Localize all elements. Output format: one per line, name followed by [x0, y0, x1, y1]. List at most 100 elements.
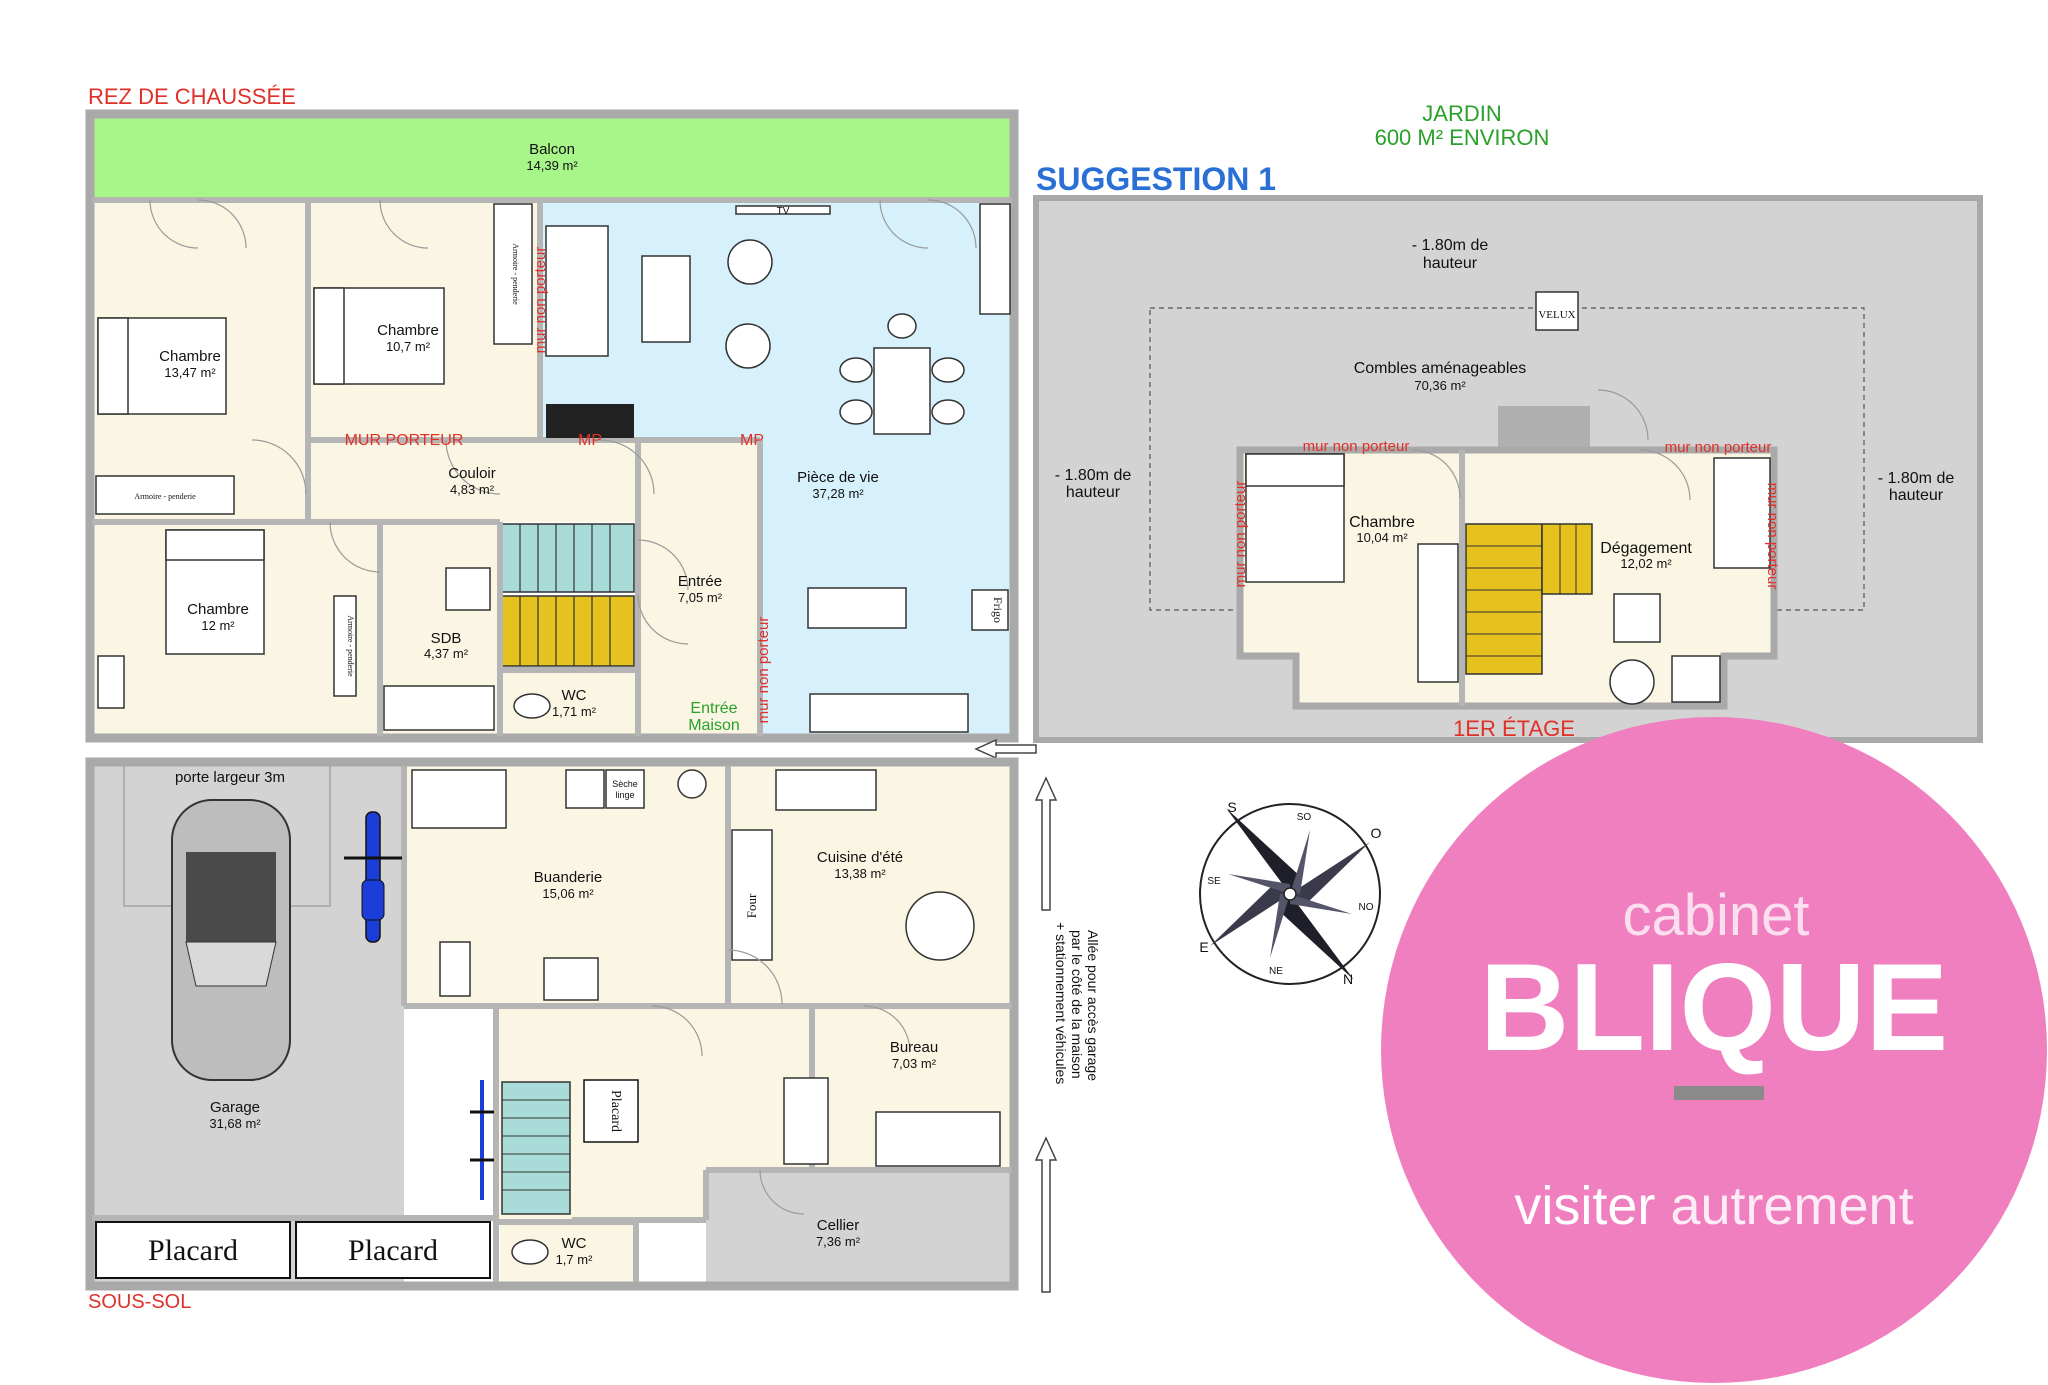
armoire-label-2: Armoire - penderie — [511, 243, 520, 305]
hauteur-right-2: hauteur — [1889, 487, 1944, 504]
armoire-label-3: Armoire - penderie — [346, 615, 355, 677]
wardrobe-first-chambre — [1417, 543, 1459, 683]
placard-2 — [295, 1221, 491, 1279]
armchair-degagement — [1613, 593, 1661, 643]
balcony-area — [92, 118, 1012, 198]
room-area-sdb: 4,37 m² — [424, 646, 469, 661]
four-label: Four — [744, 893, 759, 918]
ground-floor-title: REZ DE CHAUSSÉE — [88, 84, 296, 109]
mp-label-2: MP — [740, 432, 764, 449]
hauteur-left-2: hauteur — [1066, 484, 1121, 501]
sofa — [545, 225, 609, 357]
compass-o: O — [1371, 825, 1382, 841]
basement-inner-walls — [92, 766, 1012, 1282]
allee-text: Allée pour accès garage par le côté de l… — [1053, 922, 1101, 1084]
suggestion-title: SUGGESTION 1 — [1036, 161, 1276, 197]
stove — [543, 957, 599, 1001]
shower — [445, 567, 491, 611]
room-name-balcon: Balcon — [529, 141, 575, 158]
logo-cabinet: cabinet — [1622, 883, 1809, 948]
velux-window — [1535, 291, 1579, 331]
logo-blique: BLIQUE — [1480, 939, 1948, 1077]
compass-rose-icon — [1199, 803, 1381, 985]
hauteur-top-2: hauteur — [1423, 255, 1478, 272]
logo-tagline: visiter autrement — [1514, 1176, 1913, 1236]
first-floor-title: 1ER ÉTAGE — [1453, 716, 1575, 741]
first-floor-walls — [1236, 446, 1778, 710]
room-area-balcon: 14,39 m² — [526, 158, 578, 173]
dining-table — [873, 347, 931, 435]
room-name-cellier: Cellier — [817, 1217, 860, 1234]
room-name-wc: WC — [562, 687, 587, 704]
armchair-1 — [727, 239, 773, 285]
room-area-chambre2: 10,7 m² — [386, 339, 431, 354]
kitchen-counter — [809, 693, 969, 733]
couloir-area — [308, 442, 638, 522]
dining-chairs — [839, 313, 965, 425]
room-area-entree: 7,05 m² — [678, 590, 723, 605]
room-name-wc-basement: WC — [562, 1235, 587, 1252]
room-name-piece-de-vie: Pièce de vie — [797, 469, 879, 486]
compass-ne: NE — [1269, 966, 1283, 977]
room-area-degagement: 12,02 m² — [1620, 556, 1672, 571]
living-cabinet — [979, 203, 1011, 315]
first-mur-non-porteur-2: mur non porteur — [1665, 439, 1772, 456]
coffee-table — [641, 255, 691, 343]
room-name-chambre2: Chambre — [377, 322, 439, 339]
driveway-arrows — [1034, 776, 1058, 1293]
room-name-garage: Garage — [210, 1099, 260, 1116]
stairs-first-floor — [1465, 523, 1543, 675]
ground-outer-wall — [85, 109, 1019, 743]
first-door-arcs — [1411, 389, 1691, 501]
hauteur-right-1: - 1.80m de — [1878, 470, 1955, 487]
wardrobe-chambre3 — [333, 595, 357, 697]
stairs-steps — [519, 524, 611, 666]
first-mur-non-porteur-3: mur non porteur — [1232, 481, 1249, 588]
room-area-first-chambre: 10,04 m² — [1356, 530, 1408, 545]
seche-label-1: Sèche — [612, 779, 638, 789]
entree-maison-label-2: Maison — [688, 717, 740, 734]
placard-label-2: Placard — [348, 1234, 438, 1267]
room-name-chambre3: Chambre — [187, 601, 249, 618]
logo-pink-circle — [1381, 717, 2047, 1383]
room-name-degagement: Dégagement — [1600, 540, 1692, 557]
porte-largeur-label: porte largeur 3m — [175, 769, 285, 786]
basin — [677, 769, 707, 799]
motorbike-icon — [344, 811, 402, 943]
cabinet-blique-logo: cabinet BLIQUE visiter autrement — [1381, 717, 2047, 1383]
room-area-chambre3: 12 m² — [201, 618, 235, 633]
summer-kitchen-sink — [775, 769, 877, 811]
summer-table — [905, 891, 975, 961]
room-area-bureau: 7,03 m² — [892, 1056, 937, 1071]
armchair-2 — [725, 323, 771, 369]
stairs-first-steps — [1466, 524, 1577, 657]
kitchen-island — [807, 587, 907, 629]
compass-no: NO — [1359, 902, 1374, 913]
basement-plan — [85, 757, 1019, 1291]
allee-line-1: Allée pour accès garage — [1085, 930, 1101, 1081]
cellier-area — [706, 1170, 1012, 1282]
room-name-couloir: Couloir — [448, 465, 496, 482]
desk-chambre3 — [97, 655, 125, 709]
room-name-chambre1: Chambre — [159, 348, 221, 365]
room-area-wc: 1,71 m² — [552, 704, 597, 719]
wc-basement-toilet — [511, 1239, 549, 1265]
logo-underline — [1674, 1086, 1764, 1100]
basement-door-arcs — [651, 949, 911, 1215]
room-area-garage: 31,68 m² — [209, 1116, 261, 1131]
cabinet-degagement — [1671, 655, 1721, 703]
room-area-wc-basement: 1,7 m² — [556, 1252, 594, 1267]
desk-degagement — [1713, 457, 1771, 569]
room-area-buanderie: 15,06 m² — [542, 886, 594, 901]
placard-label-3: Placard — [608, 1090, 623, 1132]
car-icon — [171, 799, 291, 1081]
room-name-buanderie: Buanderie — [534, 869, 602, 886]
placard-label-1: Placard — [148, 1234, 238, 1267]
allee-line-2: par le côté de la maison — [1069, 930, 1085, 1079]
room-name-sdb: SDB — [431, 630, 462, 647]
bathtub — [383, 685, 495, 731]
stairs-teal — [501, 523, 635, 593]
mur-non-porteur-label-2: mur non porteur — [755, 617, 772, 724]
side-table-degagement — [1609, 659, 1655, 705]
stairs-basement — [501, 1081, 571, 1215]
